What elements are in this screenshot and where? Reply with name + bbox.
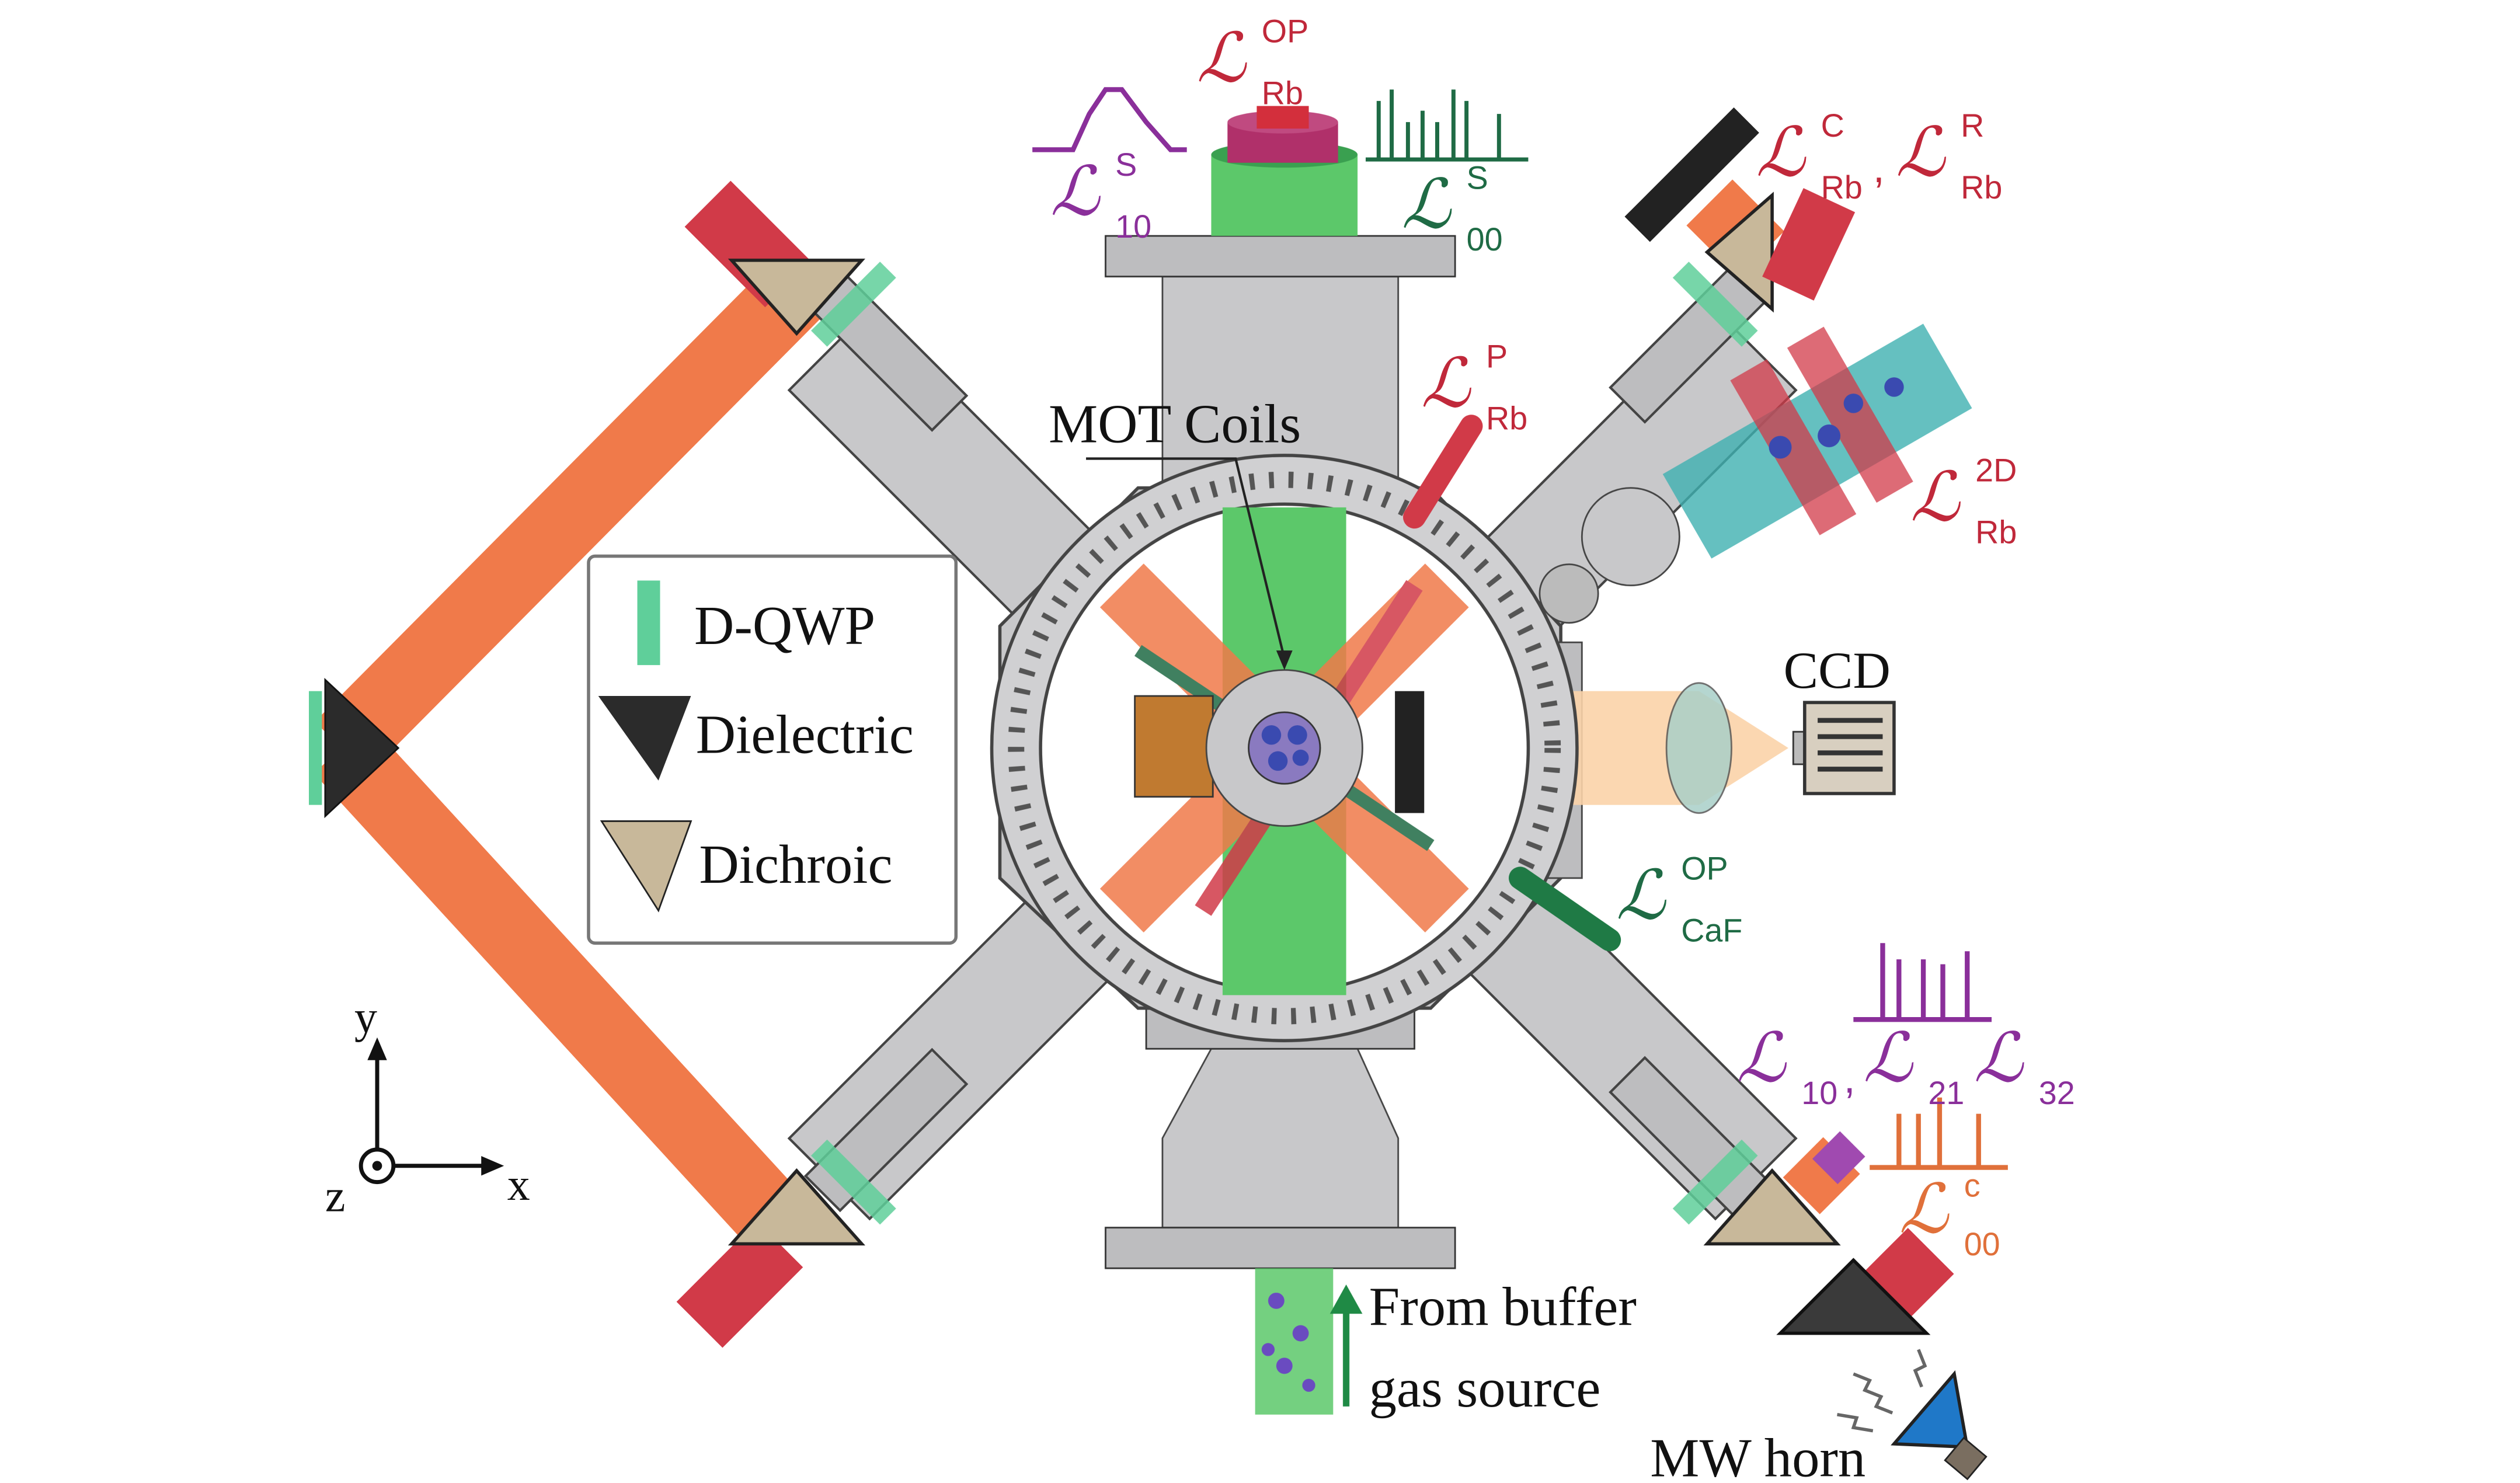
laser-sub: Rb (1486, 400, 1527, 436)
mot-coils-pointer (1086, 457, 1286, 659)
laser-symbol: ℒ (1896, 112, 1947, 192)
bottom-tube (1161, 1047, 1400, 1228)
laser-symbol: ℒ (1973, 1018, 2024, 1098)
laser-sup: OP (1681, 851, 1728, 887)
laser-sup: 2D (1975, 452, 2017, 488)
dielectric-mirror-left (324, 677, 400, 819)
laser-label-p-rb: ℒ P Rb (1421, 339, 1528, 437)
legend-item-dielectric: Dielectric (696, 704, 914, 765)
laser-label-c-rb-r-rb: ℒ C Rb , ℒ R Rb (1756, 107, 2002, 206)
laser-sup: P (1486, 339, 1508, 375)
laser-label-s00: ℒ S 00 (1401, 159, 1502, 257)
laser-sub: 10 (1801, 1075, 1837, 1111)
label-mw-horn: MW horn (1650, 1428, 1865, 1483)
spectrum-c00 (1870, 1097, 2008, 1170)
legend-dielectric-icon (598, 696, 691, 781)
mirror-inside (1395, 691, 1425, 813)
laser-symbol: ℒ (1421, 343, 1472, 423)
axis-label-x: x (507, 1160, 530, 1210)
top-flange (1105, 235, 1456, 278)
laser-sup: R (1961, 107, 1984, 144)
laser-symbol: ℒ (1756, 112, 1807, 192)
laser-sup: S (1115, 147, 1137, 183)
laser-label-s10: ℒ S 10 (1050, 147, 1151, 245)
copper-mount (1134, 695, 1214, 798)
laser-symbol: ℒ (1196, 18, 1247, 98)
laser-label-2d-rb: ℒ 2D Rb (1910, 452, 2017, 550)
legend-item-qwp: D-QWP (694, 596, 875, 656)
orange-beam-path (314, 263, 823, 1248)
laser-sup: S (1467, 159, 1488, 196)
label-separator-comma: , (1873, 144, 1885, 192)
dichroic-mirror-bl (728, 1168, 865, 1246)
op-caf-beam (1509, 866, 1621, 952)
label-ccd: CCD (1784, 642, 1891, 699)
ccd-camera (1792, 701, 1896, 795)
laser-sub: CaF (1681, 912, 1742, 948)
p-rb-beam (1403, 415, 1483, 529)
laser-sup: C (1821, 107, 1844, 144)
laser-label-op-rb: ℒ OP Rb (1196, 13, 1308, 112)
mw-horn-icon (1837, 1349, 1988, 1481)
axis-label-y: y (354, 992, 377, 1042)
red-laser-cylinder-bl (676, 1221, 803, 1348)
qwp-plates (811, 262, 1758, 1225)
laser-sub: Rb (1262, 75, 1303, 111)
label-mot-coils: MOT Coils (1049, 394, 1301, 455)
spectrum-l10-l21-l32 (1853, 943, 1992, 1022)
legend-item-dichroic: Dichroic (699, 834, 892, 895)
label-gas-source: gas source (1369, 1358, 1601, 1419)
spectrum-s10 (1032, 87, 1187, 152)
laser-sub: 00 (1964, 1226, 2000, 1262)
laser-symbol: ℒ (1899, 1169, 1950, 1249)
spectrum-s00 (1365, 89, 1529, 162)
laser-symbol: ℒ (1050, 151, 1101, 231)
laser-sub: 10 (1115, 208, 1151, 245)
label-separator-comma: , (1844, 1054, 1856, 1102)
dichroic-mirror-tl (728, 258, 865, 336)
laser-sup: c (1964, 1168, 1981, 1204)
green-beam-top (1211, 154, 1358, 236)
coordinate-axes (375, 1053, 488, 1168)
dielectric-mirror-br (1776, 1258, 1931, 1335)
laser-symbol: ℒ (1736, 1018, 1787, 1098)
laser-label-c00: ℒ c 00 (1899, 1168, 2000, 1262)
laser-sub: Rb (1961, 169, 2002, 206)
2d-mot-assembly (1539, 323, 1972, 624)
laser-sub: 21 (1928, 1075, 1964, 1111)
label-from-buffer: From buffer (1369, 1277, 1637, 1338)
laser-symbol: ℒ (1910, 457, 1961, 537)
laser-sub: Rb (1975, 514, 2017, 550)
bottom-flange (1105, 1227, 1456, 1269)
dielectric-mirror-tr (1624, 107, 1759, 242)
green-beam-bottom (1255, 1268, 1334, 1415)
imaging-lens (1665, 682, 1732, 814)
molecules (1261, 1292, 1315, 1392)
dichroic-mirror-br (1703, 1168, 1841, 1246)
legend-dichroic-icon (600, 820, 692, 913)
laser-sub: 32 (2039, 1075, 2075, 1111)
laser-label-op-caf: ℒ OP CaF (1616, 851, 1743, 949)
legend: D-QWP Dielectric Dichroic (587, 554, 958, 945)
laser-symbol: ℒ (1401, 164, 1452, 244)
dichroic-mirror-tr (1704, 192, 1774, 313)
laser-label-l10-l21-l32: ℒ 10 , ℒ 21 ℒ 32 (1736, 1018, 2075, 1111)
laser-sub: 00 (1467, 221, 1503, 257)
legend-qwp-swatch (637, 580, 660, 666)
laser-sub: Rb (1821, 169, 1863, 206)
laser-symbol: ℒ (1863, 1018, 1914, 1098)
laser-symbol: ℒ (1616, 855, 1667, 935)
laser-sup: OP (1262, 13, 1308, 50)
axis-label-z: z (325, 1171, 346, 1221)
